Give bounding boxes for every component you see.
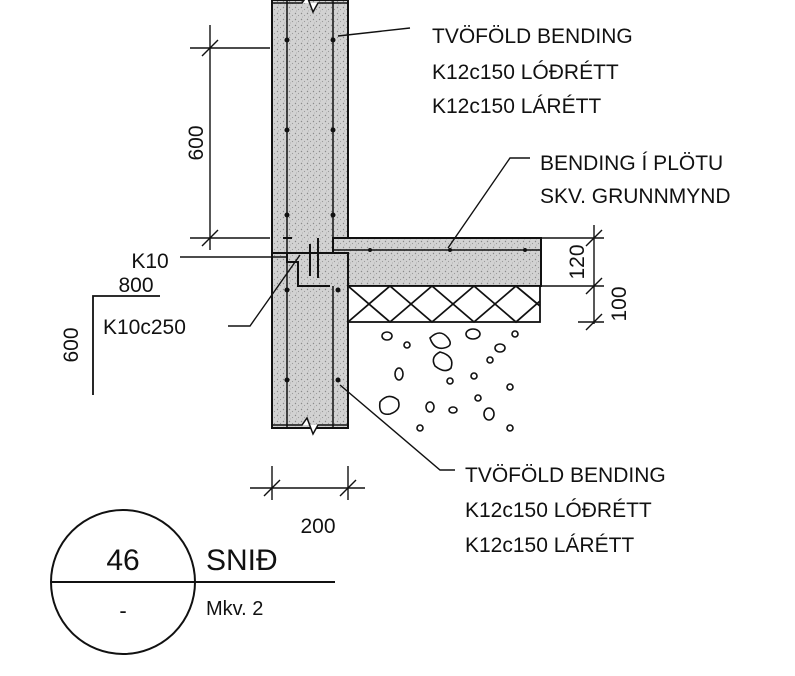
dim-wall-label: 200 [300,515,335,538]
dimension-wall-thickness [250,466,365,500]
dim-insulation-label: 100 [608,286,631,321]
gravel-fill [378,328,519,432]
wall-lower-line2: K12c150 LÓÐRÉTT [465,499,652,522]
starter-leader [228,254,301,327]
slab-line2: SKV. GRUNNMYND [540,185,731,208]
dim-slab-label: 120 [566,244,589,279]
corner-bar-length: 800 [118,274,153,297]
wall-upper-line2: K12c150 LÓÐRÉTT [432,61,619,84]
wall-lower [271,252,349,429]
title-scale: Mkv. 2 [206,598,263,620]
slab-leader [447,157,530,249]
dimension-slab-insulation [540,225,604,331]
dimension-upper-lap [190,25,270,250]
wall-lower-leader [339,384,455,471]
wall-lower-line3: K12c150 LÁRÉTT [465,534,634,557]
wall-lower-line1: TVÖFÖLD BENDING [465,464,666,487]
break-mark-top [272,0,348,14]
insulation-layer [347,284,541,324]
title-sheet: - [119,598,126,623]
rebar-dots [284,37,527,383]
title-block [50,509,335,655]
floor-slab [332,237,542,287]
dim-upper-lap-label: 600 [185,125,208,160]
starter-height-label: 600 [60,327,83,362]
break-mark-bottom [272,416,348,436]
wall-upper-line1: TVÖFÖLD BENDING [432,25,633,48]
starter-bar-label: K10c250 [103,316,186,339]
title-number: 46 [106,544,139,577]
slab-line1: BENDING Í PLÖTU [540,152,723,175]
corner-bar-label: K10 [131,250,168,273]
wall-upper [271,0,349,254]
joint-rebar [283,237,330,287]
starter-bar-shape [92,295,160,395]
wall-upper-line3: K12c150 LÁRÉTT [432,95,601,118]
title-text: SNIÐ [206,544,278,577]
wall-upper-leader [337,27,411,37]
